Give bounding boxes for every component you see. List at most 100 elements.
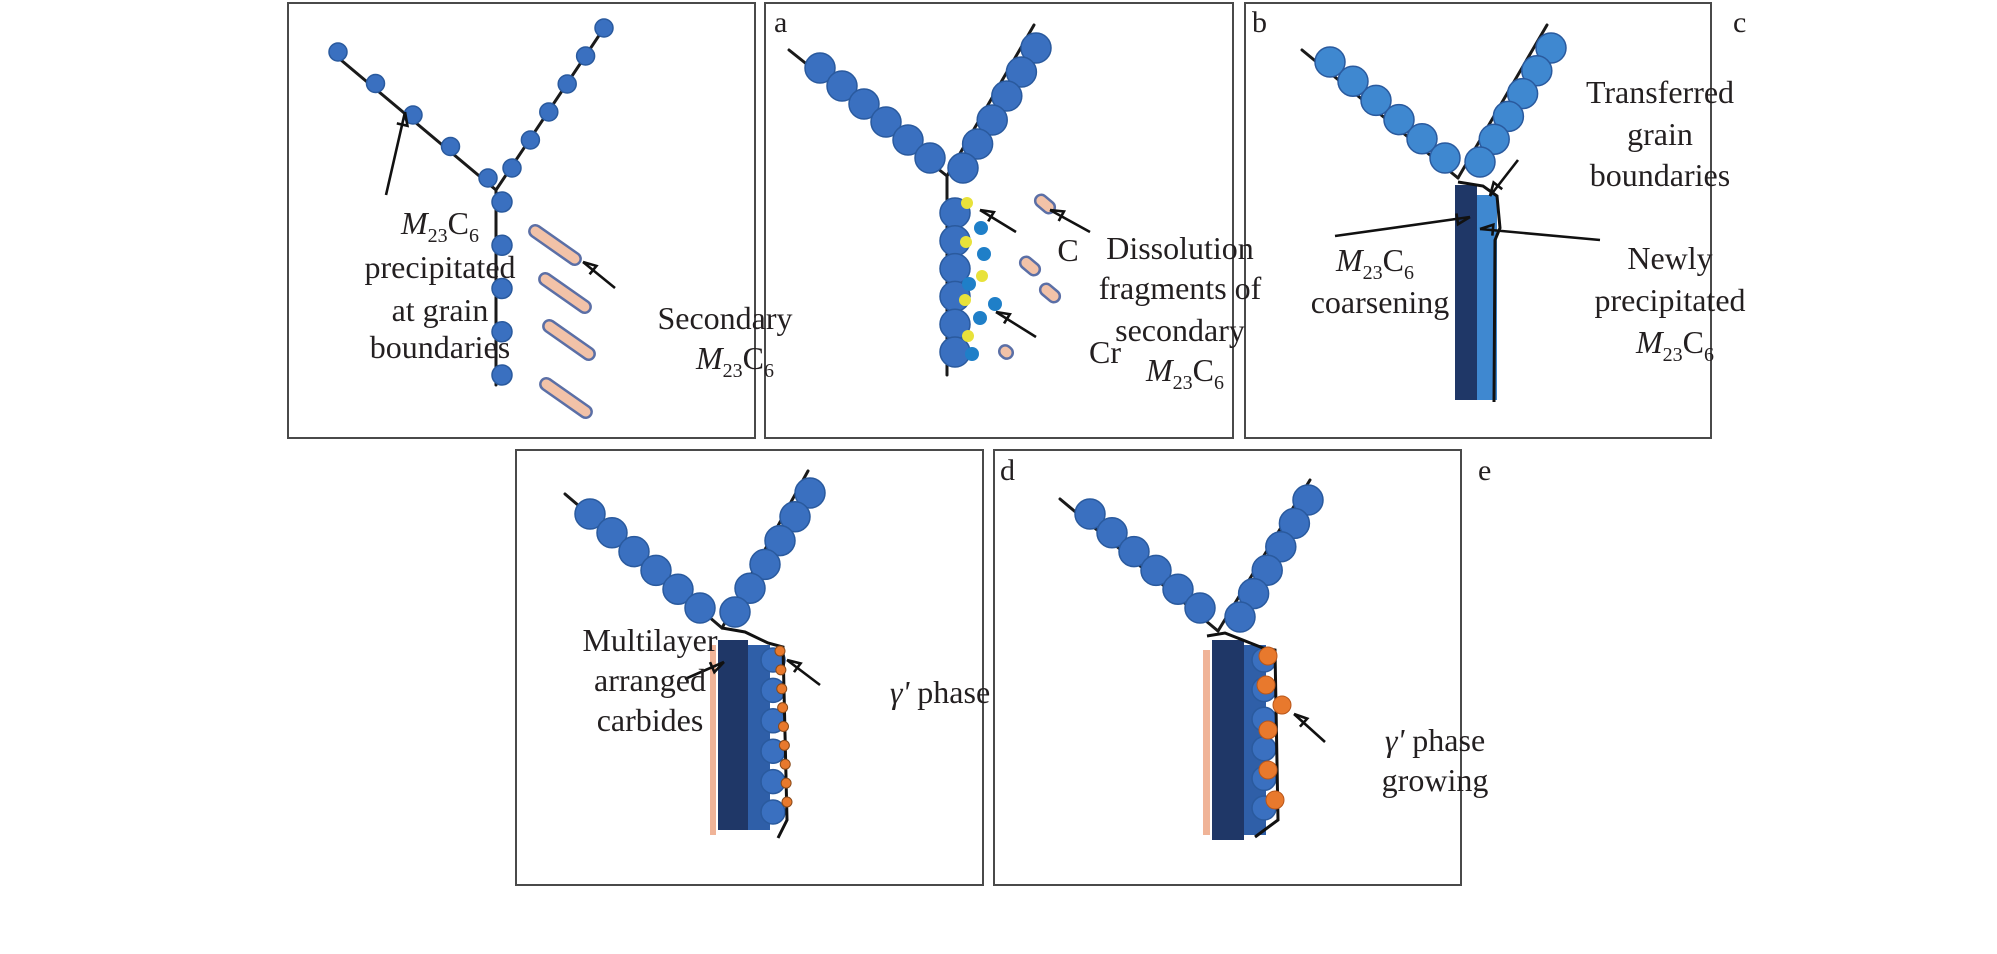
chromium-atom: [977, 247, 991, 261]
m23c6-particle: [1521, 55, 1553, 87]
secondary-m23c6-capsule: [528, 223, 582, 267]
carbon-atom: [961, 197, 973, 209]
arrow-to-carbon: [979, 208, 1017, 234]
label-at-grain: at grain: [391, 292, 489, 328]
label-grain: grain: [1627, 116, 1693, 152]
m-symbol: M: [1636, 324, 1663, 360]
arrow-transferred-head: [1488, 180, 1504, 197]
arrow-gamma-prime-growing: [1293, 713, 1326, 743]
gamma-prime-particle: [781, 796, 793, 808]
dissolving-fragment: [1038, 282, 1062, 304]
m23c6-particle: [1314, 46, 1346, 78]
m23c6-particle: [1360, 84, 1392, 117]
arrow-coarsening-head: [1455, 213, 1471, 227]
m23c6-particle: [961, 128, 994, 160]
m23c6-particle: [640, 554, 672, 587]
label-chromium: Cr: [1089, 334, 1121, 370]
m23c6-particle: [870, 106, 902, 138]
m23c6-particle: [1096, 517, 1128, 549]
carbide-layer-outer: [760, 799, 786, 825]
label-newly-m23c6: M23C6: [1600, 322, 1750, 375]
m23c6-particle: [892, 124, 924, 156]
carbide-layer-dark: [1212, 640, 1244, 840]
m23c6-particle: [794, 477, 826, 509]
label-boundaries-b: boundaries: [1589, 157, 1731, 193]
label-arranged: arranged: [594, 662, 706, 698]
carbide-layer-outer: [1251, 736, 1277, 762]
c-symbol: C: [447, 205, 469, 241]
arrow-to-chromium: [995, 310, 1037, 339]
panel-letter-e: e: [1478, 454, 1492, 487]
arrow-transferred: [1488, 159, 1520, 197]
arrow-multilayer-head: [708, 661, 725, 675]
carbon-atom: [962, 330, 974, 342]
m23c6-particle: [502, 158, 522, 178]
label-multilayer: Multilayer: [582, 622, 718, 658]
panel-1-box: [287, 2, 756, 439]
m23c6-particle: [1074, 498, 1106, 530]
carbon-atom: [976, 270, 988, 282]
arrow-newly-precipitated-head: [1479, 222, 1495, 236]
c-symbol: C: [742, 340, 764, 376]
gamma-prime-particle: [778, 721, 789, 732]
m-symbol: M: [1146, 352, 1173, 388]
m23c6-particle: [491, 277, 513, 300]
subscript-23: 23: [1662, 344, 1683, 366]
gamma-prime-particle: [1256, 675, 1276, 695]
m23c6-particle: [478, 168, 498, 188]
label-coarsening: coarsening: [1310, 284, 1450, 320]
panel-letter-d: d: [1000, 454, 1015, 487]
transferred-boundary: [1457, 180, 1502, 403]
label-precipitated-b: precipitated: [1594, 282, 1746, 318]
m23c6-particle: [1535, 32, 1567, 64]
m23c6-particle: [575, 46, 596, 66]
subscript-6: 6: [1704, 344, 1714, 366]
label-fragments-of: fragments of: [1098, 270, 1262, 306]
label-m23c6-a: M23C6: [1110, 350, 1260, 403]
m23c6-particle: [1278, 507, 1311, 540]
m23c6-particle: [1383, 103, 1415, 136]
subscript-6: 6: [469, 225, 479, 247]
m23c6-particle: [1492, 100, 1525, 133]
arrow-to-carbon-head: [979, 208, 996, 223]
arrow-newly-precipitated: [1479, 227, 1601, 242]
arrow-coarsening: [1334, 215, 1471, 238]
arrow-to-secondary: [582, 260, 616, 290]
gamma-prime-particle: [779, 758, 791, 770]
m23c6-particle: [1020, 32, 1052, 64]
m23c6-particle: [826, 70, 858, 102]
chromium-atom: [974, 221, 988, 235]
m23c6-particle: [1184, 592, 1216, 624]
arrow-to-m23c6-head: [396, 111, 410, 128]
m23c6-particle: [1265, 531, 1297, 563]
gamma-prime-symbol: γ': [1384, 722, 1405, 758]
secondary-m23c6-capsule: [542, 318, 596, 362]
chromium-atom: [965, 347, 979, 361]
label-carbon: C: [1057, 232, 1079, 268]
gamma-prime-particle: [776, 683, 788, 695]
gamma-prime-particle: [775, 664, 787, 676]
m23c6-particle: [1506, 77, 1539, 110]
label-boundaries: boundaries: [369, 329, 511, 365]
subscript-23: 23: [1362, 262, 1383, 284]
m23c6-particle: [491, 321, 513, 343]
m23c6-particle: [520, 130, 541, 150]
m23c6-particle: [1406, 123, 1438, 155]
gamma-prime-particle: [777, 702, 789, 714]
gamma-prime-particle: [1258, 646, 1278, 666]
m23c6-particle: [1429, 142, 1461, 174]
gamma-prime-particle: [1265, 790, 1285, 810]
m23c6-particle: [1140, 554, 1172, 587]
interface-strip: [710, 645, 716, 835]
m23c6-particle: [848, 88, 880, 120]
m23c6-particle: [1224, 601, 1256, 633]
m23c6-particle: [749, 548, 781, 581]
m23c6-particle: [491, 234, 513, 256]
m23c6-particle: [1292, 484, 1324, 516]
m23c6-particle: [1118, 535, 1150, 568]
m-symbol: M: [401, 205, 428, 241]
coarsened-carbide-layer: [1455, 185, 1477, 400]
label-transferred: Transferred: [1585, 74, 1735, 110]
m23c6-particle: [804, 52, 836, 84]
